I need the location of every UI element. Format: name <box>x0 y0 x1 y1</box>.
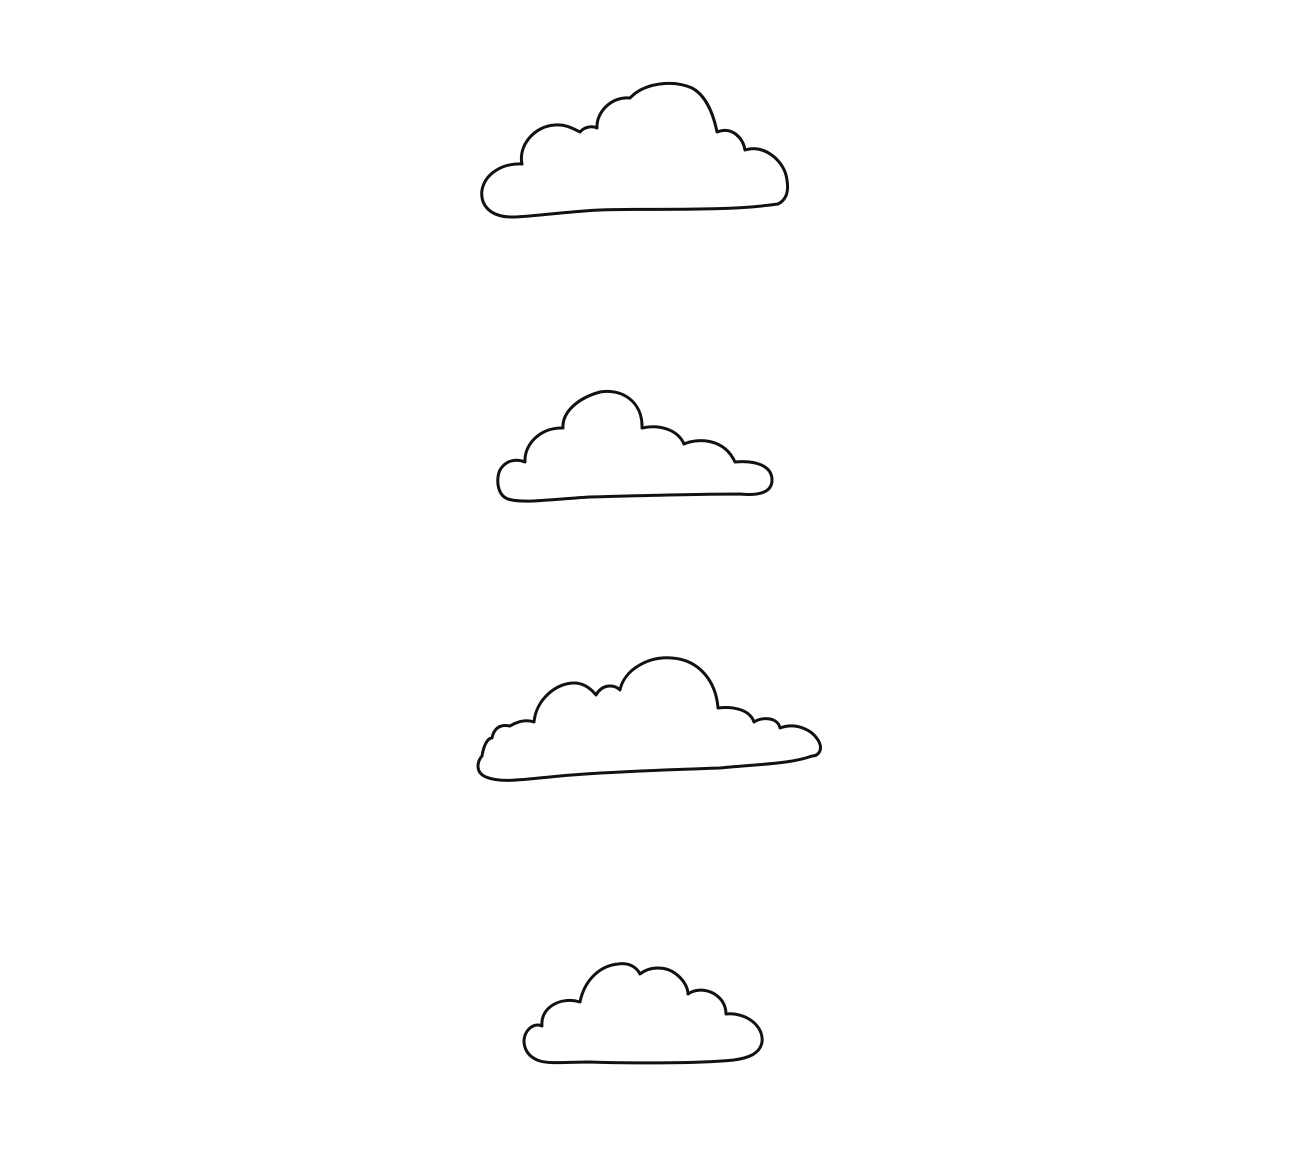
cloud-icon-2 <box>496 389 774 503</box>
cloud-icon-3 <box>476 656 822 782</box>
cloud-icon-4 <box>522 962 764 1065</box>
cloud-icon-1 <box>480 81 790 219</box>
